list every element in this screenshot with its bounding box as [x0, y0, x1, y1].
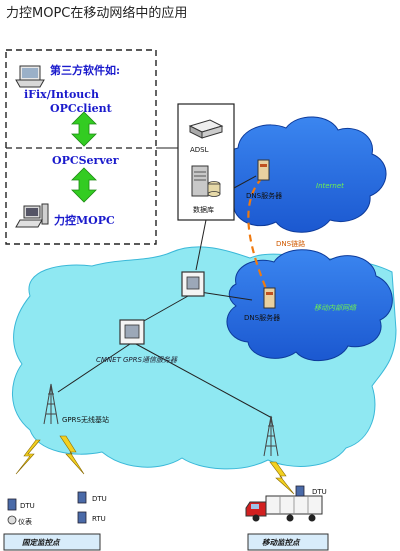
dtu-device-icon-1	[7, 498, 17, 511]
mopc-label: 力控MOPC	[54, 213, 115, 227]
cmnet-label: CMNET	[96, 356, 122, 364]
page-title: 力控MOPC在移动网络中的应用	[6, 6, 188, 21]
connection-lines	[57, 147, 273, 419]
opc-client-label: OPCclient	[50, 102, 113, 115]
meter-icon	[7, 515, 17, 525]
database-label: 数据库	[193, 205, 214, 214]
mobile-dns-server-icon	[263, 287, 276, 309]
adsl-label: ADSL	[190, 146, 209, 154]
base-station-label: GPRS无线基站	[62, 415, 109, 424]
router-icon	[181, 271, 205, 297]
opc-server-label: OPCServer	[52, 154, 119, 167]
dtu-label-1: DTU	[20, 502, 35, 510]
third-party-label: 第三方软件如:	[50, 63, 120, 77]
internet-label: Internet	[316, 182, 344, 190]
dns-link-path	[247, 177, 272, 299]
mobile-network-label: 移动内部网络	[314, 304, 357, 312]
internet-dns-label: DNS服务器	[246, 191, 282, 200]
third-party-products: iFix/Intouch	[24, 88, 99, 101]
fixed-site-label: 固定监控点	[22, 538, 61, 547]
dtu-device-icon-2	[77, 491, 87, 504]
internet-dns-server-icon	[257, 159, 270, 181]
lightning-icon-3	[269, 461, 295, 495]
lightning-icon-1	[15, 439, 41, 475]
gprs-server-icon	[119, 319, 145, 345]
rtu-device-icon	[77, 511, 87, 524]
mobile-network-cloud	[226, 249, 393, 362]
mobile-dtu-label: DTU	[312, 488, 327, 496]
mobile-dns-label: DNS服务器	[244, 313, 280, 322]
left-tower-icon	[43, 383, 59, 425]
lightning-icon-2	[59, 435, 85, 475]
rtu-label: RTU	[92, 515, 106, 523]
third-party-arrow-icon	[71, 111, 97, 147]
adsl-modem-icon	[188, 119, 224, 139]
fixed-site-box	[3, 533, 101, 551]
opcserver-arrow-icon	[71, 167, 97, 203]
truck-icon	[245, 485, 323, 522]
right-tower-icon	[263, 415, 279, 457]
laptop-icon	[15, 65, 45, 88]
mobile-site-box	[247, 533, 329, 551]
meter-label: 仪表	[18, 517, 32, 526]
dns-link-label: DNS链路	[276, 239, 305, 248]
dtu-label-2: DTU	[92, 495, 107, 503]
database-server-icon	[191, 165, 221, 197]
mobile-site-label: 移动监控点	[262, 538, 301, 547]
computer-icon	[15, 203, 49, 228]
internet-cloud	[218, 116, 387, 233]
gprs-server-label: GPRS通信服务器	[123, 356, 178, 364]
